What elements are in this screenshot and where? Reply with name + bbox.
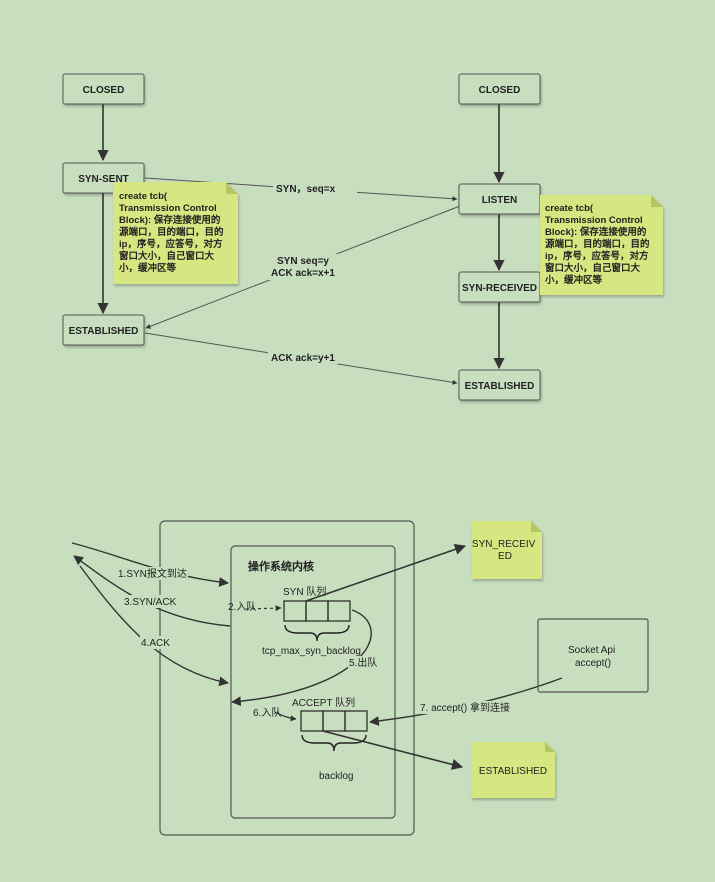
- ack-label: ACK ack=y+1: [271, 353, 335, 364]
- syn-queue: [283, 600, 351, 622]
- syn-label: SYN，seq=x: [276, 184, 336, 195]
- svg-text:ESTABLISHED: ESTABLISHED: [479, 766, 547, 777]
- accept-queue-label: ACCEPT 队列: [292, 696, 355, 709]
- server-tcb-note: create tcb( Transmission Control Block):…: [540, 195, 663, 295]
- svg-text:SYN-RECEIVED: SYN-RECEIVED: [462, 283, 537, 294]
- step7-label: 7. accept() 拿到连接: [420, 701, 510, 714]
- step3-label: 3.SYN/ACK: [124, 597, 177, 608]
- accept-queue-brace: [301, 734, 367, 752]
- accept-queue-param: backlog: [319, 771, 353, 782]
- step6-label: 6.入队: [253, 706, 281, 719]
- server-outer-box: [159, 520, 415, 836]
- server-listen-state: LISTEN: [458, 183, 541, 215]
- svg-text:create tcb( Transmission: create tcb( Transmission Control Block):…: [118, 191, 226, 274]
- syn-queue-param: tcp_max_syn_backlog: [262, 646, 361, 657]
- server-established-state: ESTABLISHED: [458, 369, 541, 401]
- step1-label: 1.SYN报文到达: [118, 567, 187, 580]
- step4-label: 4.ACK: [141, 638, 170, 649]
- established-note: ESTABLISHED: [471, 742, 555, 798]
- acceptqueue-to-established-arrow: [322, 730, 464, 770]
- svg-text:create tcb( Transmission: create tcb( Transmission Control Block):…: [544, 203, 652, 286]
- synack-label-1: SYN seq=y: [277, 256, 329, 267]
- svg-text:SYN-SENT: SYN-SENT: [78, 174, 129, 185]
- syn-received-note: SYN_RECEIV ED: [472, 521, 542, 579]
- svg-text:CLOSED: CLOSED: [83, 85, 125, 96]
- step3-arrow: [73, 555, 231, 627]
- svg-text:CLOSED: CLOSED: [479, 85, 521, 96]
- step6-arrow: [274, 711, 297, 722]
- client-closed-state: CLOSED: [62, 73, 145, 105]
- svg-text:LISTEN: LISTEN: [482, 195, 518, 206]
- client-established-state: ESTABLISHED: [62, 314, 145, 346]
- step5-label: 5.出队: [349, 656, 377, 669]
- synack-label-2: ACK ack=x+1: [271, 268, 335, 279]
- step7-arrow: [369, 677, 563, 726]
- svg-text:SYN_RECEIV ED: SYN_RECEIV ED: [472, 539, 538, 562]
- accept-queue: [300, 710, 368, 732]
- synqueue-to-synreceived-arrow: [305, 544, 467, 602]
- syn-queue-label: SYN 队列: [283, 585, 326, 598]
- socket-api-box: Socket Api accept(): [537, 618, 649, 693]
- step1-arrow: [71, 542, 229, 587]
- svg-text:Socket Api accept(): Socket Api accept(): [568, 645, 618, 669]
- server-closed-state: CLOSED: [458, 73, 541, 105]
- step2-label: 2.入队: [228, 600, 256, 613]
- kernel-box: [230, 545, 396, 819]
- syn-queue-brace: [284, 624, 350, 642]
- client-tcb-note: create tcb( Transmission Control Block):…: [113, 182, 238, 284]
- svg-text:ESTABLISHED: ESTABLISHED: [465, 381, 535, 392]
- server-synreceived-state: SYN-RECEIVED: [458, 271, 541, 303]
- kernel-title: 操作系统内核: [248, 559, 314, 573]
- svg-text:ESTABLISHED: ESTABLISHED: [69, 326, 139, 337]
- step4-arrow: [79, 565, 229, 687]
